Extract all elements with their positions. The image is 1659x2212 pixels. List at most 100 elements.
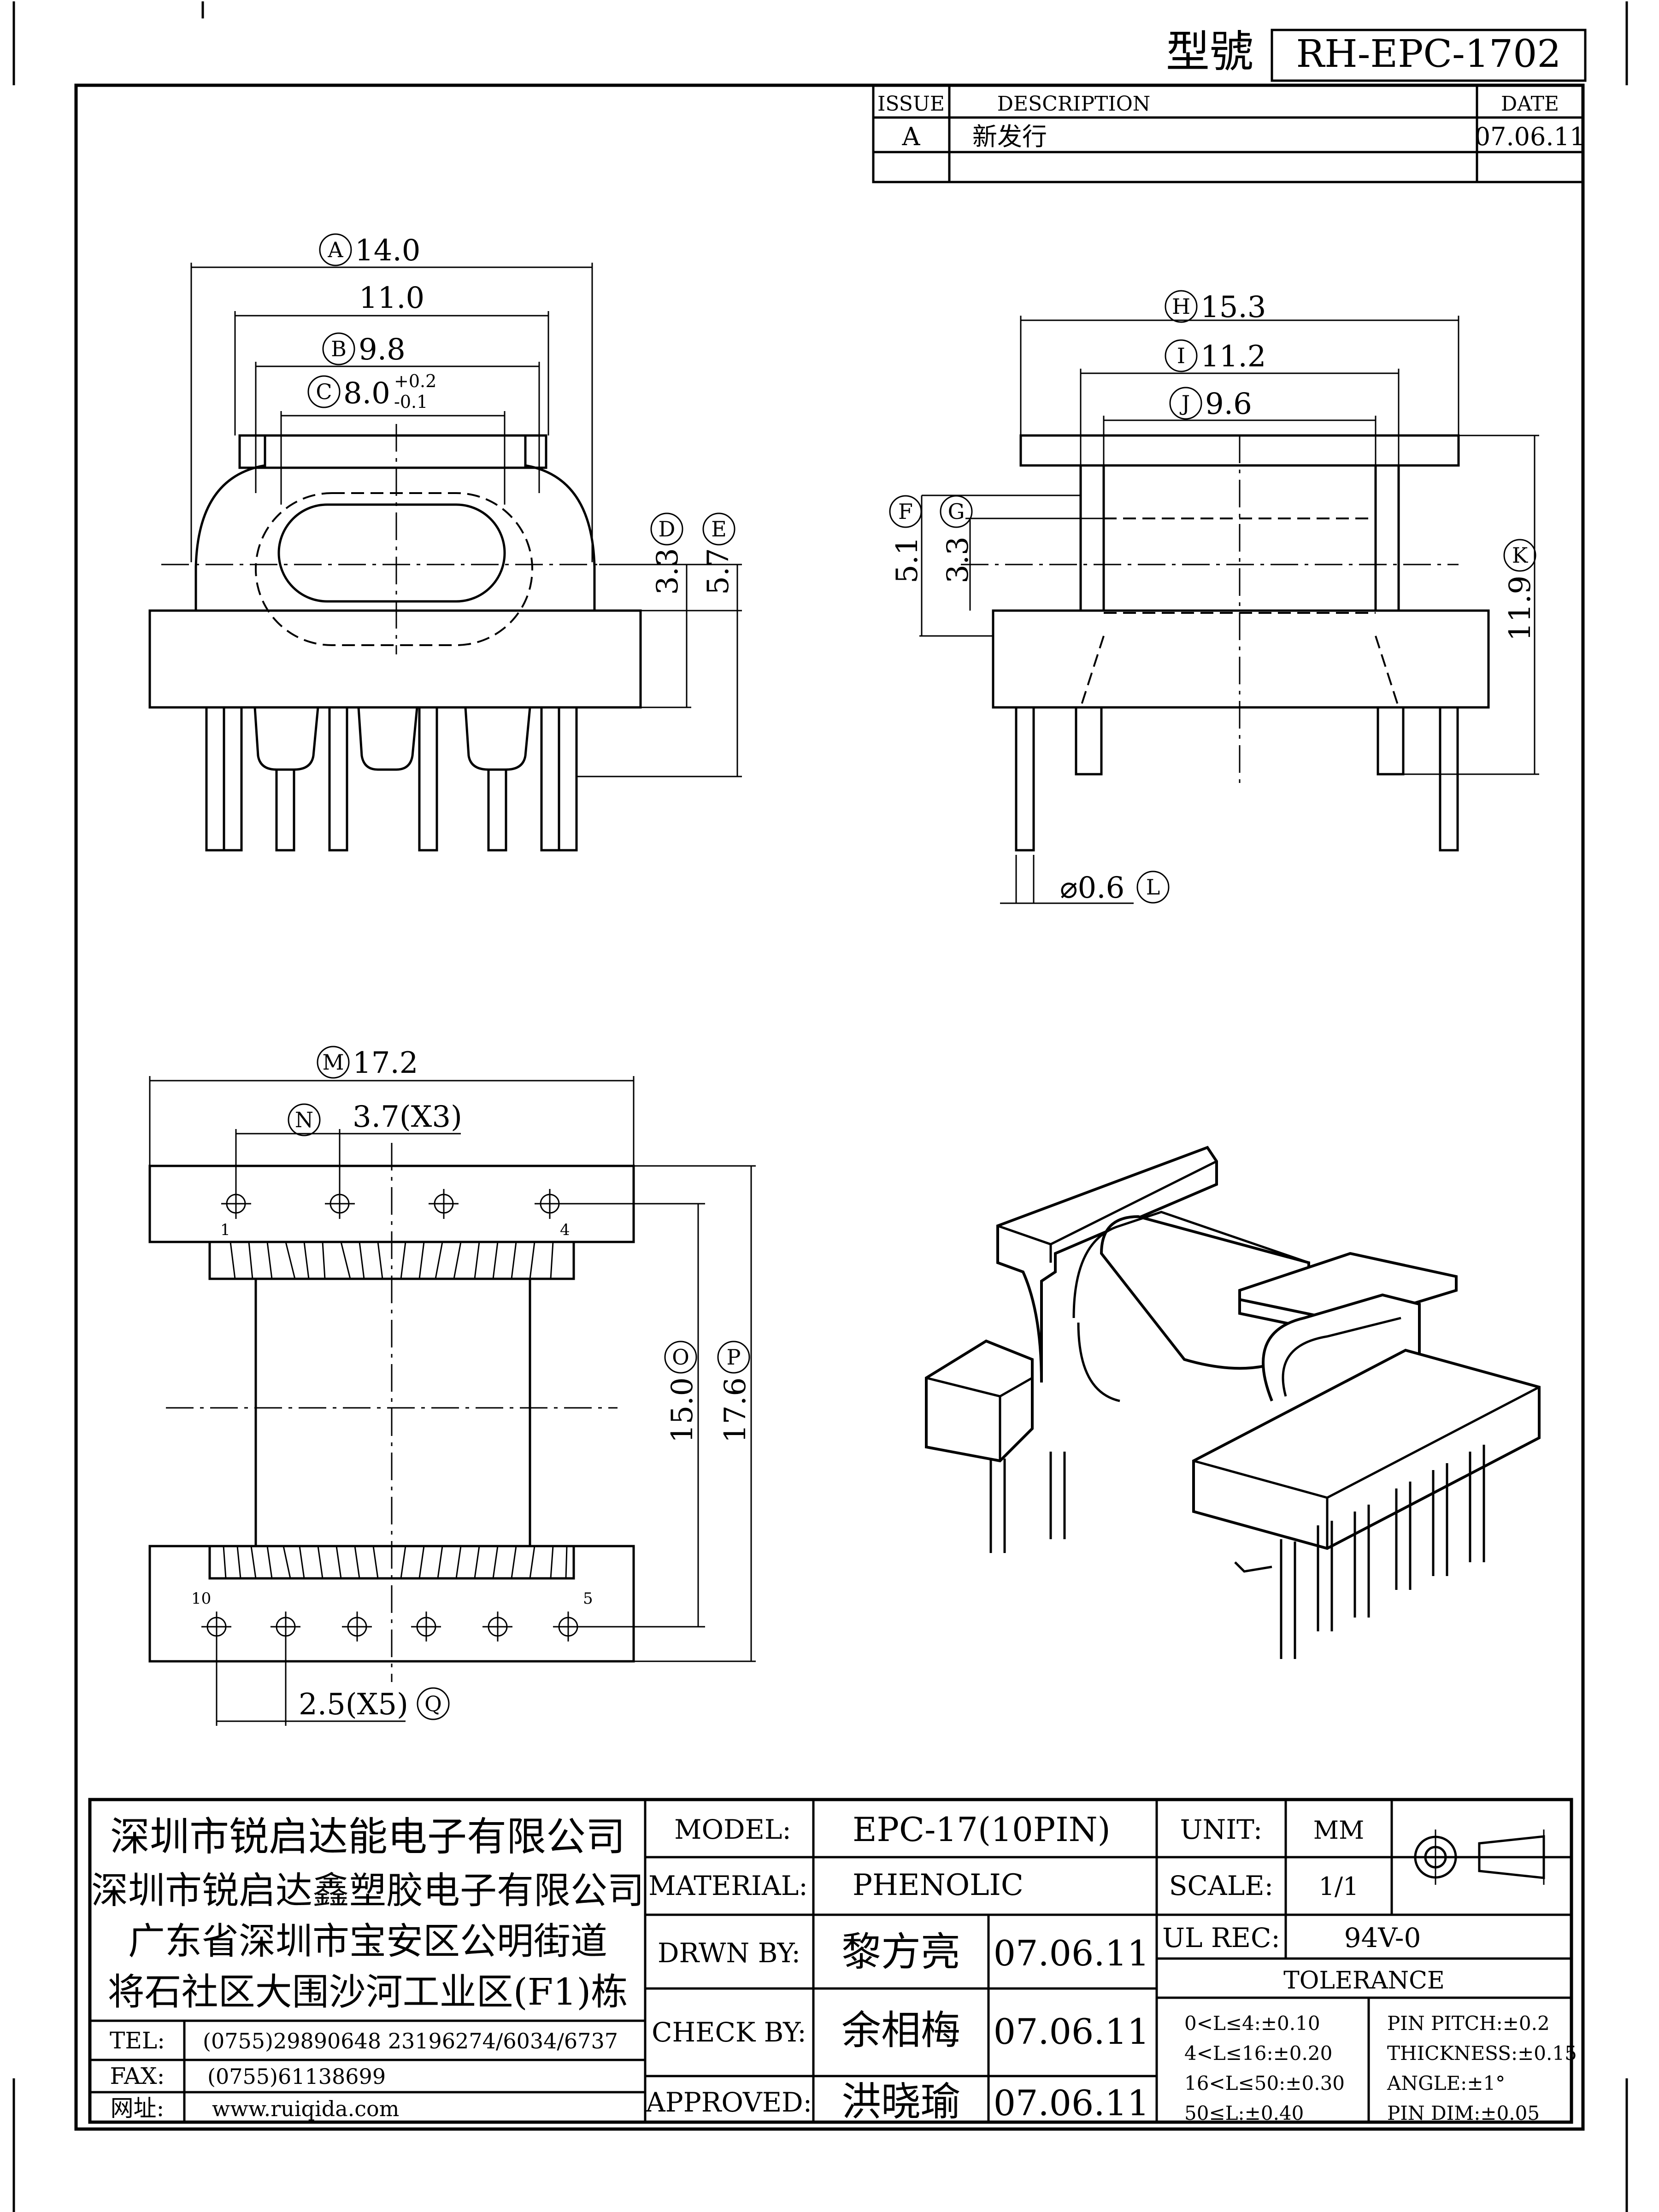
dim-d-value: 3.3: [651, 548, 685, 595]
drawn-by-date: 07.06.11: [994, 1933, 1149, 1974]
tolerance-right-3: ANGLE:±1°: [1387, 2072, 1505, 2094]
tag-c: C: [316, 379, 332, 404]
projection-symbol-icon: [1408, 1830, 1545, 1885]
company-line-2: 深圳市锐启达鑫塑胶电子有限公司: [91, 1869, 644, 1912]
company-line-3: 广东省深圳市宝安区公明街道: [128, 1920, 607, 1963]
fax-value: (0755)61138699: [207, 2064, 386, 2089]
tag-i: I: [1177, 343, 1185, 368]
tolerance-left-1: 0<L≤4:±0.10: [1184, 2012, 1320, 2035]
pin-label-1: 1: [220, 1221, 230, 1239]
dim-11-value: 11.0: [359, 281, 425, 315]
dim-a-value: 14.0: [355, 234, 421, 268]
pin-label-5: 5: [583, 1589, 593, 1608]
tag-b: B: [331, 336, 347, 361]
tag-o: O: [672, 1345, 689, 1370]
dim-q-value: 2.5(X5): [299, 1688, 408, 1722]
tolerance-right-4: PIN DIM:±0.05: [1387, 2102, 1540, 2124]
tag-g: G: [948, 499, 965, 524]
tag-n: N: [295, 1107, 313, 1132]
title-block: 深圳市锐启达能电子有限公司 深圳市锐启达鑫塑胶电子有限公司 广东省深圳市宝安区公…: [88, 1798, 1577, 2125]
pin-label-4: 4: [560, 1221, 570, 1239]
pin-label-10: 10: [191, 1589, 211, 1608]
tolerance-right-2: THICKNESS:±0.15: [1387, 2042, 1577, 2065]
dim-i-value: 11.2: [1200, 340, 1266, 374]
ul-rec-value: 94V-0: [1344, 1922, 1421, 1953]
model-number: RH-EPC-1702: [1296, 32, 1561, 76]
dim-o-value: 15.0: [665, 1377, 700, 1443]
check-by-date: 07.06.11: [994, 2011, 1149, 2052]
tolerance-left-4: 50≤L:±0.40: [1184, 2102, 1304, 2124]
tel-label: TEL:: [110, 2027, 165, 2054]
model-label: 型號: [1166, 27, 1253, 77]
header-block: 型號 RH-EPC-1702: [1166, 27, 1587, 82]
dim-l-value: ⌀0.6: [1060, 871, 1124, 905]
dim-f-value: 5.1: [890, 536, 924, 583]
material-field-label: MATERIAL:: [648, 1870, 808, 1901]
tag-f: F: [898, 499, 913, 524]
model-field-label: MODEL:: [674, 1814, 791, 1845]
front-dimensions: [190, 263, 742, 777]
tag-h: H: [1172, 294, 1190, 319]
dim-e-value: 5.7: [701, 548, 735, 595]
tolerance-left-3: 16<L≤50:±0.30: [1184, 2072, 1345, 2094]
web-label: 网址:: [111, 2095, 165, 2122]
model-field-value: EPC-17(10PIN): [853, 1810, 1111, 1849]
fax-label: FAX:: [110, 2063, 165, 2089]
front-pins: [205, 706, 578, 852]
drawn-by-name: 黎方亮: [841, 1929, 960, 1975]
web-value: www.ruiqida.com: [212, 2096, 399, 2121]
bottom-comb-teeth: [223, 1546, 568, 1579]
tag-d: D: [659, 517, 676, 541]
dim-k-value: 11.9: [1503, 576, 1537, 641]
front-view: A 14.0 11.0 B 9.8 C 8.0 +0.2 -0.1 D E 3.…: [148, 233, 742, 852]
tag-a: A: [327, 237, 343, 262]
dim-c-tol-plus: +0.2: [394, 371, 436, 391]
isometric-view: [925, 1146, 1541, 1659]
tolerance-right-1: PIN PITCH:±0.2: [1387, 2012, 1550, 2035]
bottom-view: 1 4 10 5 M 17.2 N 3.7(X3) O 15.0 P 17.6 …: [148, 1046, 756, 1726]
tolerance-left-2: 4<L≤16:±0.20: [1184, 2042, 1332, 2065]
dim-p-value: 17.6: [718, 1377, 753, 1443]
tag-q: Q: [424, 1691, 442, 1716]
tag-e: E: [711, 517, 727, 541]
dim-g-value: 3.3: [941, 536, 975, 583]
scale-label: SCALE:: [1169, 1870, 1273, 1901]
rev-date-a: 07.06.11: [1475, 122, 1585, 151]
rev-issue-a: A: [902, 122, 921, 151]
tel-value: (0755)29890648 23196274/6034/6737: [203, 2029, 618, 2053]
tag-p: P: [727, 1345, 741, 1370]
ul-rec-label: UL REC:: [1162, 1922, 1280, 1953]
dim-b-value: 9.8: [359, 333, 406, 367]
check-by-label: CHECK BY:: [652, 2017, 806, 2048]
scale-value: 1/1: [1319, 1872, 1359, 1901]
dim-j-value: 9.6: [1205, 387, 1252, 421]
material-field-value: PHENOLIC: [853, 1868, 1024, 1902]
check-by-name: 余相梅: [841, 2007, 960, 2053]
tag-m: M: [322, 1050, 344, 1075]
company-line-1: 深圳市锐启达能电子有限公司: [110, 1814, 625, 1860]
tag-l: L: [1146, 875, 1160, 900]
tag-j: J: [1180, 391, 1190, 416]
unit-label: UNIT:: [1180, 1814, 1263, 1845]
rev-header-issue: ISSUE: [877, 92, 945, 116]
dim-m-value: 17.2: [353, 1046, 418, 1080]
dim-c-tol-minus: -0.1: [394, 392, 428, 412]
dim-h-value: 15.3: [1200, 290, 1266, 324]
tolerance-label: TOLERANCE: [1283, 1967, 1445, 1994]
approved-name: 洪晓瑜: [841, 2079, 960, 2125]
sheet-border: [12, 1, 1628, 2212]
revision-table: ISSUE DESCRIPTION DATE A 新发行 07.06.11: [872, 84, 1585, 183]
rev-header-date: DATE: [1501, 92, 1559, 116]
rev-description-a: 新发行: [972, 122, 1047, 151]
top-comb-teeth: [229, 1241, 554, 1279]
tag-k: K: [1512, 543, 1529, 568]
side-view: H 15.3 I 11.2 J 9.6 F G 5.1 3.3 K 11.9 ⌀…: [889, 290, 1539, 905]
drawn-by-label: DRWN BY:: [658, 1937, 800, 1969]
rev-header-description: DESCRIPTION: [997, 92, 1151, 116]
approved-date: 07.06.11: [994, 2083, 1149, 2124]
unit-value: MM: [1313, 1816, 1365, 1845]
approved-label: APPROVED:: [646, 2087, 812, 2118]
dim-c-value: 8.0: [343, 377, 390, 411]
company-line-4: 将石社区大围沙河工业区(F1)栋: [108, 1971, 628, 2013]
